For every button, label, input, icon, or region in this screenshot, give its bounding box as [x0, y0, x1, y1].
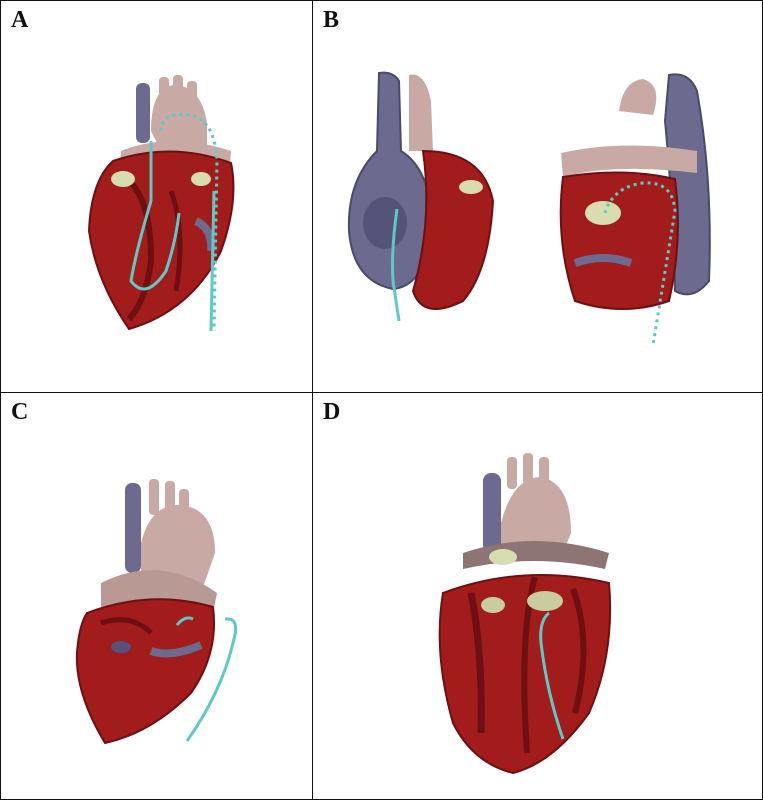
catheter-dotted — [603, 181, 677, 346]
heart-illustration-d — [438, 453, 612, 775]
panel-label-a: A — [11, 7, 29, 33]
vena-cava — [483, 473, 501, 553]
valve — [459, 180, 483, 194]
heart-illustration-c — [75, 479, 238, 745]
vena-cava — [125, 483, 141, 573]
heart-illustration-a — [87, 75, 235, 332]
panel-c: C — [1, 393, 313, 799]
valve-right — [585, 201, 621, 225]
valve — [489, 549, 517, 565]
panel-label-b: B — [323, 7, 340, 33]
catheter-path — [129, 141, 181, 291]
aorta — [501, 477, 571, 553]
myocardium-right — [559, 171, 679, 310]
vena-cava — [136, 83, 150, 143]
catheter-tip — [175, 616, 194, 626]
catheter-path — [391, 208, 401, 322]
panel-a: A — [1, 1, 313, 393]
panel-label-d: D — [323, 399, 341, 425]
catheter-path — [185, 617, 238, 742]
myocardium — [75, 598, 216, 745]
valve — [111, 171, 135, 187]
myocardium — [411, 149, 495, 310]
panel-label-c: C — [11, 399, 29, 425]
myocardium — [87, 150, 235, 331]
aorta — [409, 74, 433, 151]
heart-illustration-b — [347, 71, 711, 346]
catheter-path — [539, 611, 565, 740]
panel-b: B — [313, 1, 762, 393]
panel-d: D — [313, 393, 762, 799]
